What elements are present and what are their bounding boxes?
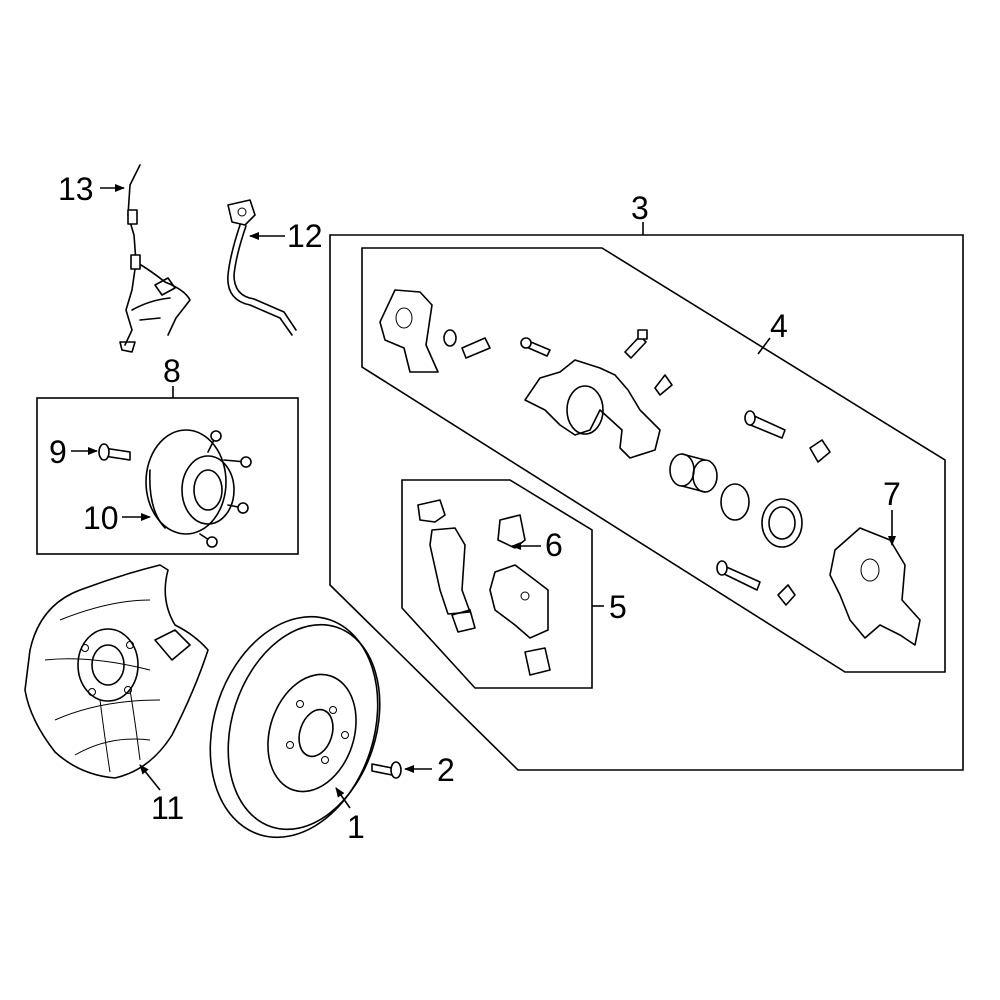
callout-3: 3 <box>631 190 649 226</box>
bleeder-bolt <box>520 337 551 357</box>
caliper-housing <box>524 359 661 459</box>
callout-7: 7 <box>883 476 901 512</box>
callout-5: 5 <box>609 589 627 625</box>
brake-pad-outer <box>489 564 549 639</box>
bleeder-valve <box>624 329 648 359</box>
callout-8: 8 <box>163 353 181 389</box>
callout-4: 4 <box>770 308 788 344</box>
callout-11: 11 <box>151 790 184 826</box>
callout-13: 13 <box>58 171 94 207</box>
caliper-assembly-frame <box>329 234 964 771</box>
hub-bolt <box>98 443 131 461</box>
callout-1: 1 <box>347 809 365 845</box>
callout-9: 9 <box>49 434 67 470</box>
pad-clip-4 <box>524 647 551 676</box>
hub-assembly-frame <box>36 397 299 555</box>
seal-ring <box>443 329 457 347</box>
brake-hose <box>227 199 297 336</box>
guide-pin-boot <box>461 337 491 359</box>
guide-pin-boot-lower <box>777 584 796 606</box>
callout-12: 12 <box>287 218 323 254</box>
callout-10: 10 <box>83 500 119 536</box>
pad-clip-2 <box>497 514 526 549</box>
caliper-support-bracket <box>829 527 921 646</box>
bleeder-cap <box>654 374 673 396</box>
pad-clip-1 <box>417 499 446 523</box>
rotor-screw <box>371 761 402 779</box>
caliper-bracket-small <box>379 289 439 373</box>
caliper-kit-frame <box>361 247 946 673</box>
pad-clip-3 <box>451 609 476 633</box>
brake-pad-inner <box>429 527 471 615</box>
leader-11 <box>139 764 161 791</box>
brake-pad-set-frame <box>401 479 593 689</box>
piston-boot <box>761 498 803 548</box>
piston <box>669 453 718 493</box>
abs-wheel-speed-sensor <box>119 164 191 353</box>
leader-4 <box>757 337 771 355</box>
callout-6: 6 <box>545 527 563 563</box>
dust-shield <box>24 564 209 779</box>
leader-1 <box>335 787 351 809</box>
piston-seal <box>720 483 750 521</box>
brake-rotor <box>209 615 381 839</box>
wheel-hub-assembly <box>145 429 252 548</box>
guide-pin-upper <box>744 410 786 439</box>
guide-pin-lower <box>716 560 761 591</box>
guide-pin-boot-upper <box>809 439 831 463</box>
callout-2: 2 <box>437 752 455 788</box>
